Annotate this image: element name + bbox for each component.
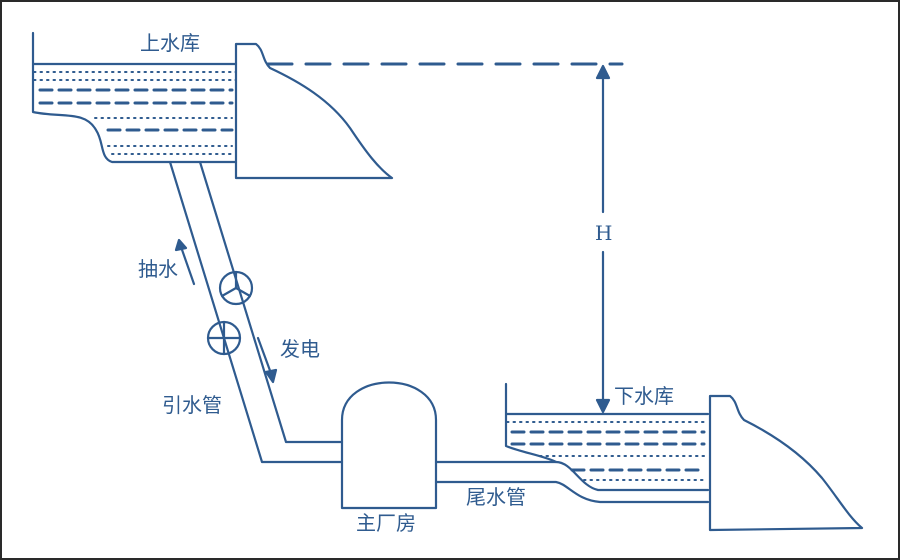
penstock-outer	[168, 160, 344, 464]
lower-reservoir-label: 下水库	[614, 384, 674, 408]
head-arrow-down	[595, 398, 611, 414]
head-label: H	[595, 221, 612, 245]
tailrace-bottom	[434, 480, 710, 504]
powerhouse-label: 主厂房	[356, 511, 416, 535]
pumping-label: 抽水	[138, 257, 178, 281]
generating-direction-arrow	[256, 336, 278, 384]
upper-reservoir-label: 上水库	[140, 31, 200, 55]
turbine-icon	[218, 270, 254, 306]
tailrace-label: 尾水管	[466, 485, 526, 509]
lower-dam	[708, 394, 864, 532]
penstock-label: 引水管	[162, 393, 222, 417]
pumping-direction-arrow	[174, 238, 196, 286]
generating-label: 发电	[280, 337, 320, 361]
upper-dam	[234, 42, 394, 180]
lower-reservoir-basin	[504, 382, 558, 464]
pump-icon	[206, 320, 242, 356]
head-arrow-up	[595, 64, 611, 80]
upper-reservoir-basin	[31, 31, 238, 164]
penstock-inner	[198, 160, 344, 444]
powerhouse-building	[340, 381, 438, 510]
